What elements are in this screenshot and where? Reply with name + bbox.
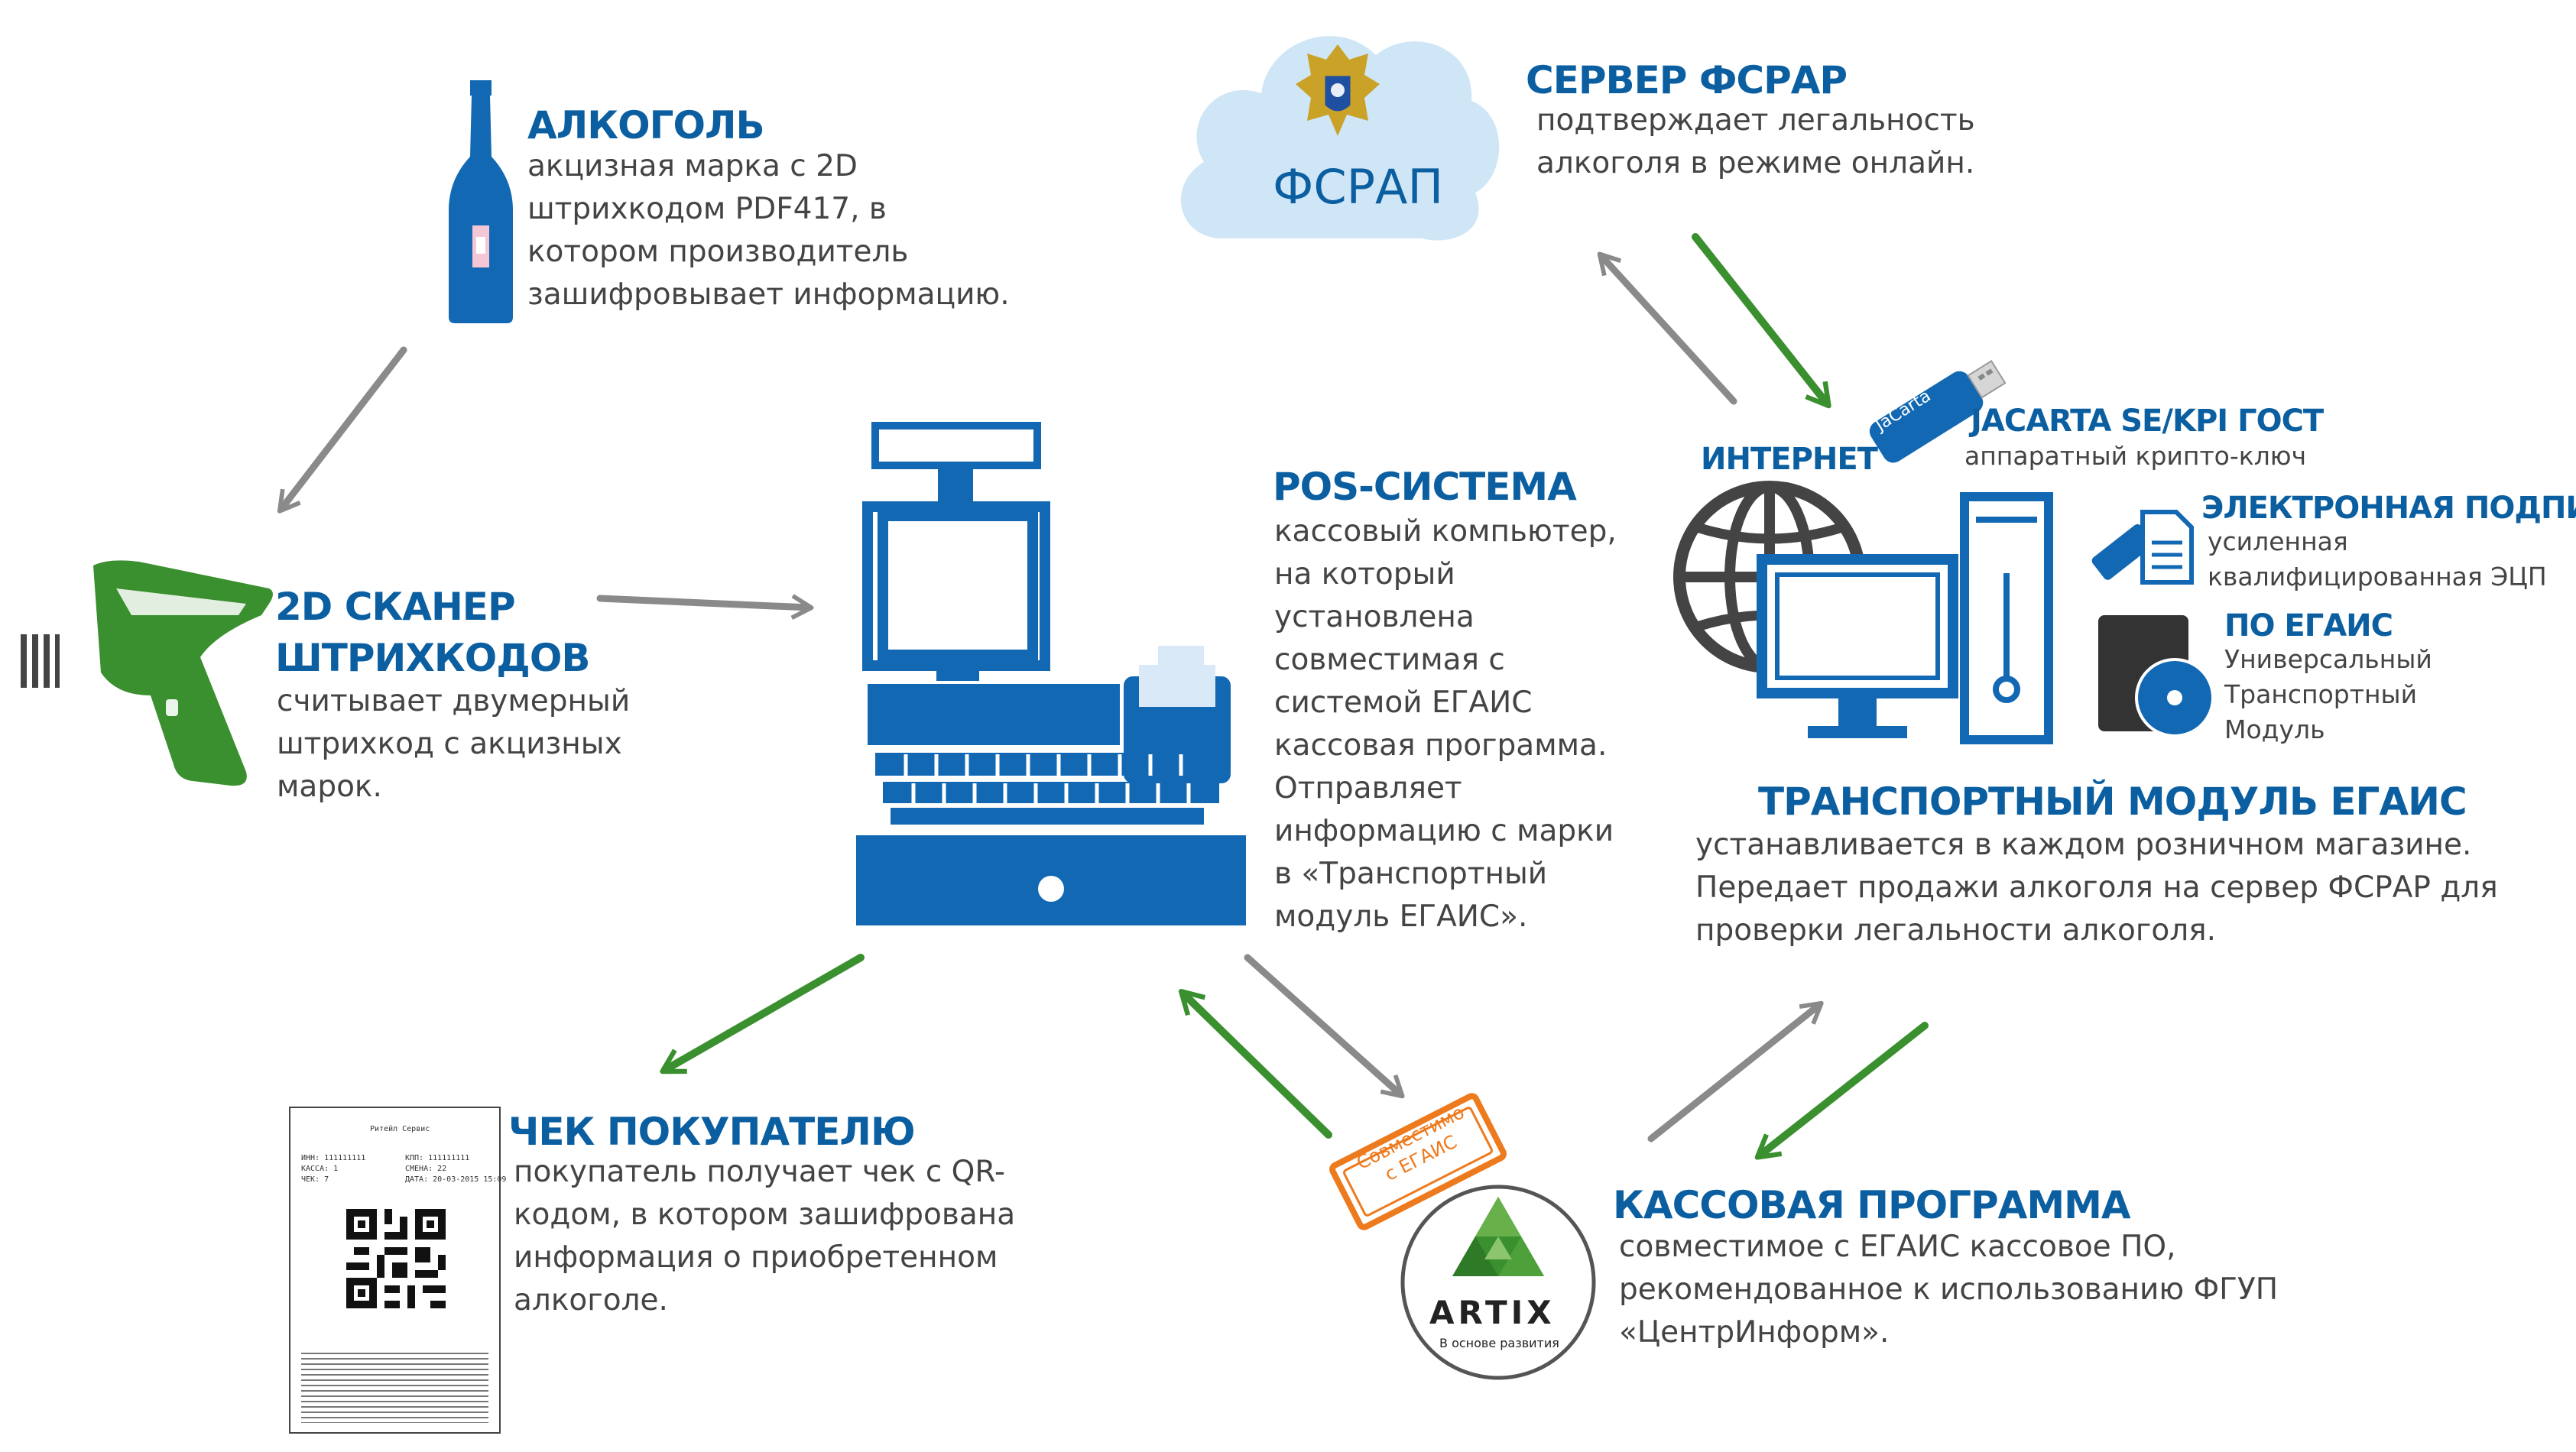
receipt-shop: Ритейл Сервис xyxy=(370,1125,430,1133)
scanner-title-line2: ШТРИХКОДОВ xyxy=(275,636,590,680)
receipt-fine-print xyxy=(301,1353,488,1423)
pos-terminal-icon xyxy=(856,422,1246,925)
scanner-description: считывает двумерный штрихкод с акцизных … xyxy=(277,684,631,804)
fsrap-emblem-icon xyxy=(1296,44,1380,136)
receipt-smena: СМЕНА: 22 xyxy=(405,1165,447,1173)
software-title: ПО ЕГАИС xyxy=(2224,608,2393,643)
arrow-pos-to-receipt xyxy=(660,954,865,1074)
arrow-alcohol-to-scanner xyxy=(277,346,407,514)
receipt-kpp: КПП: 111111111 xyxy=(405,1154,470,1162)
receipt-image: Ритейл Сервис ИНН: 111111111 КПП: 111111… xyxy=(289,1107,506,1434)
receipt-description: покупатель получает чек с QR- кодом, в к… xyxy=(514,1155,1016,1317)
fsrap-server-description: подтверждает легальность алкоголя в режи… xyxy=(1536,103,1975,180)
compatible-stamp xyxy=(1329,1093,1507,1230)
artix-logo xyxy=(1400,1185,1596,1380)
signature-title: ЭЛЕКТРОННАЯ ПОДПИСЬ xyxy=(2201,491,2576,526)
transport-title: ТРАНСПОРТНЫЙ МОДУЛЬ ЕГАИС xyxy=(1758,779,2467,824)
software-description: Универсальный Транспортный Модуль xyxy=(2224,644,2432,744)
pos-description: кассовый компьютер, на который установле… xyxy=(1274,514,1617,934)
alcohol-description: акцизная марка с 2D штрихкодом PDF417, в… xyxy=(527,149,1010,312)
receipt-chek: ЧЕК: 7 xyxy=(301,1175,329,1184)
receipt-inn: ИНН: 111111111 xyxy=(301,1154,366,1162)
receipt-date: ДАТА: 20-03-2015 15:09 xyxy=(405,1175,507,1184)
barcode-scanner-icon xyxy=(21,560,273,786)
transport-description: устанавливается в каждом розничном магаз… xyxy=(1695,828,2498,948)
signature-description: усиленная квалифицированная ЭЦП xyxy=(2208,527,2547,591)
pos-title: POS-СИСТЕМА xyxy=(1273,465,1577,509)
software-disc-icon xyxy=(2098,615,2214,737)
qr-code-icon xyxy=(346,1209,446,1308)
arrow-cashier-to-transport xyxy=(1647,1000,1824,1142)
receipt-title: ЧЕК ПОКУПАТЕЛЮ xyxy=(508,1110,916,1154)
fsrap-server-title: СЕРВЕР ФСРАР xyxy=(1526,58,1848,102)
computer-icon xyxy=(1757,492,2053,744)
arrow-scanner-to-pos xyxy=(596,594,814,620)
receipt-kassa: КАССА: 1 xyxy=(301,1165,339,1173)
digital-signature-icon xyxy=(2091,510,2194,585)
jacarta-token-icon xyxy=(1869,359,2007,463)
arrow-transport-to-cashier xyxy=(1754,1022,1929,1160)
artix-slogan: В основе развития xyxy=(1439,1336,1559,1350)
arrow-cashier-to-pos xyxy=(1178,989,1332,1139)
arrow-fsrap-to-transport xyxy=(1692,233,1831,409)
arrow-transport-to-fsrap xyxy=(1597,251,1737,405)
fsrap-cloud-label: ФСРАП xyxy=(1273,159,1444,215)
jacarta-title: JACARTA SE/KPI ГОСТ xyxy=(1971,404,2324,439)
jacarta-description: аппаратный крипто-ключ xyxy=(1964,441,2307,471)
cashier-description: совместимое с ЕГАИС кассовое ПО, рекомен… xyxy=(1619,1230,2279,1350)
alcohol-title: АЛКОГОЛЬ xyxy=(527,103,765,147)
internet-label: ИНТЕРНЕТ xyxy=(1701,442,1878,477)
artix-name: ARTIX xyxy=(1429,1294,1556,1331)
scanner-title-line1: 2D СКАНЕР xyxy=(275,585,516,629)
arrow-pos-to-cashier xyxy=(1244,954,1405,1099)
cashier-title: КАССОВАЯ ПРОГРАММА xyxy=(1613,1183,2131,1227)
bottle-icon xyxy=(449,80,513,323)
cloud-icon xyxy=(1180,36,1500,241)
